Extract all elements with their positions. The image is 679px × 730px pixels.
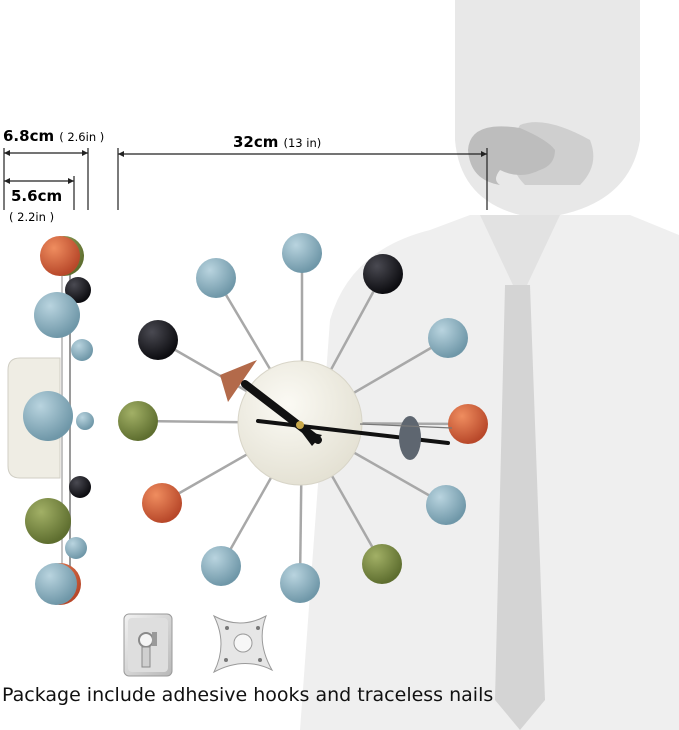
clock-side-view [7, 236, 94, 605]
hour-hand-tip [300, 430, 322, 446]
clock-ball [201, 546, 241, 586]
traceless-nail-icon [212, 614, 274, 674]
dimension-arrowheads [4, 150, 487, 184]
adhesive-hook-icon [123, 613, 173, 677]
diameter-in: (13 in) [283, 136, 322, 150]
depth-body-cm-label: 5.6cm [11, 186, 62, 205]
diameter-cm: 32cm [233, 133, 279, 151]
clock-ball [118, 401, 158, 441]
package-caption: Package include adhesive hooks and trace… [2, 684, 494, 706]
depth-total-label: 6.8cm ( 2.6in ) [3, 126, 104, 145]
second-hand [359, 423, 453, 429]
clock-ball [142, 483, 182, 523]
clock-ball [428, 318, 468, 358]
mannequin-silhouette [300, 0, 679, 730]
clock-ball [196, 258, 236, 298]
diameter-label: 32cm (13 in) [233, 132, 321, 151]
dimension-lines [3, 148, 488, 210]
clock-balls [118, 233, 488, 603]
depth-total-in: ( 2.6in ) [59, 130, 105, 144]
second-hand-disc [399, 416, 421, 460]
hour-hand [241, 380, 322, 444]
center-pin [296, 421, 304, 429]
clock-front-view [118, 233, 488, 603]
clock-ball [362, 544, 402, 584]
pointer-triangle [220, 360, 257, 402]
depth-body-in-label: ( 2.2in ) [9, 206, 54, 225]
clock-ball [363, 254, 403, 294]
clock-ball [280, 563, 320, 603]
clock-ball [448, 404, 488, 444]
depth-body-cm: 5.6cm [11, 187, 63, 205]
depth-total-cm: 6.8cm [3, 127, 55, 145]
clock-ball [282, 233, 322, 273]
clock-ball [426, 485, 466, 525]
depth-body-in: ( 2.2in ) [9, 210, 55, 224]
clock-ball [138, 320, 178, 360]
